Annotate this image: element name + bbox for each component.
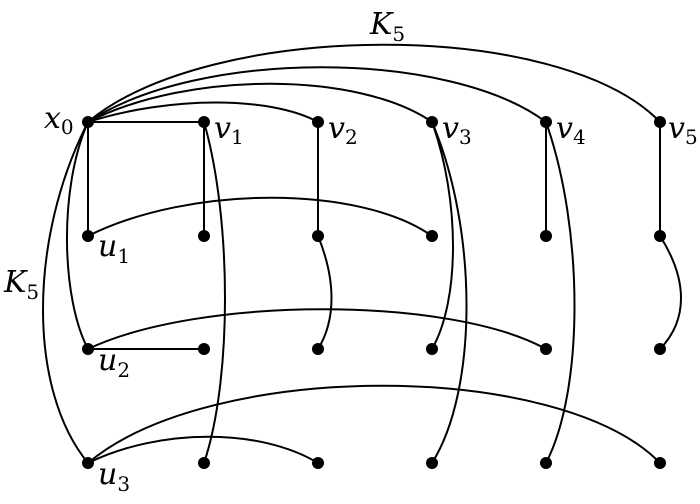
edge-v3-w33 (431, 121, 468, 464)
edges (42, 43, 682, 464)
vertex-row1 (198, 230, 210, 242)
vertex-v5 (654, 116, 666, 128)
edge-v2-w22 (317, 235, 333, 350)
vertex-row1 (654, 230, 666, 242)
vertex-v1 (198, 116, 210, 128)
label-k5-left: K5 (3, 265, 39, 304)
edge-u1-w13 (87, 196, 433, 237)
label-v1: v1 (214, 111, 244, 149)
label-v3: v3 (442, 111, 472, 149)
edge-x0-u2 (66, 121, 89, 350)
vertex-x0 (82, 116, 94, 128)
vertex-u2 (82, 343, 94, 355)
vertex-row1 (426, 230, 438, 242)
vertex-v4 (540, 116, 552, 128)
label-v5: v5 (668, 111, 698, 149)
edge-u3-w35 (87, 384, 661, 464)
edge-x0-v5 (87, 43, 661, 123)
label-u2: u2 (98, 343, 130, 382)
edge-u2-w24 (87, 308, 547, 350)
vertex-u3 (82, 457, 94, 469)
vertex-row2 (654, 343, 666, 355)
edge-v5-w25 (659, 235, 682, 350)
vertex-row3 (540, 457, 552, 469)
vertex-row1 (312, 230, 324, 242)
edge-v3-w23 (431, 121, 454, 350)
vertices (82, 116, 666, 469)
edge-v1-w31 (203, 121, 226, 464)
vertex-row2 (198, 343, 210, 355)
vertex-row2 (426, 343, 438, 355)
label-u1: u1 (98, 229, 130, 268)
label-u3: u3 (98, 457, 130, 496)
vertex-v3 (426, 116, 438, 128)
vertex-row3 (312, 457, 324, 469)
label-v2: v2 (328, 111, 358, 149)
vertex-row3 (198, 457, 210, 469)
vertex-row1 (540, 230, 552, 242)
edge-v4-w34 (545, 121, 576, 464)
edge-x0-v2 (87, 101, 319, 123)
labels: K5 K5 x0 v1 v2 v3 v4 v5 u1 u2 u3 (3, 7, 698, 496)
vertex-row2 (312, 343, 324, 355)
vertex-u1 (82, 230, 94, 242)
label-k5-top: K5 (369, 7, 405, 46)
vertex-row3 (654, 457, 666, 469)
edge-x0-u3 (42, 121, 89, 464)
vertex-v2 (312, 116, 324, 128)
vertex-row3 (426, 457, 438, 469)
edge-x0-v3 (87, 82, 433, 123)
label-x0: x0 (44, 101, 74, 139)
vertex-row2 (540, 343, 552, 355)
edge-x0-v4 (87, 66, 547, 123)
edge-u3-w32 (87, 435, 319, 464)
label-v4: v4 (556, 111, 586, 149)
